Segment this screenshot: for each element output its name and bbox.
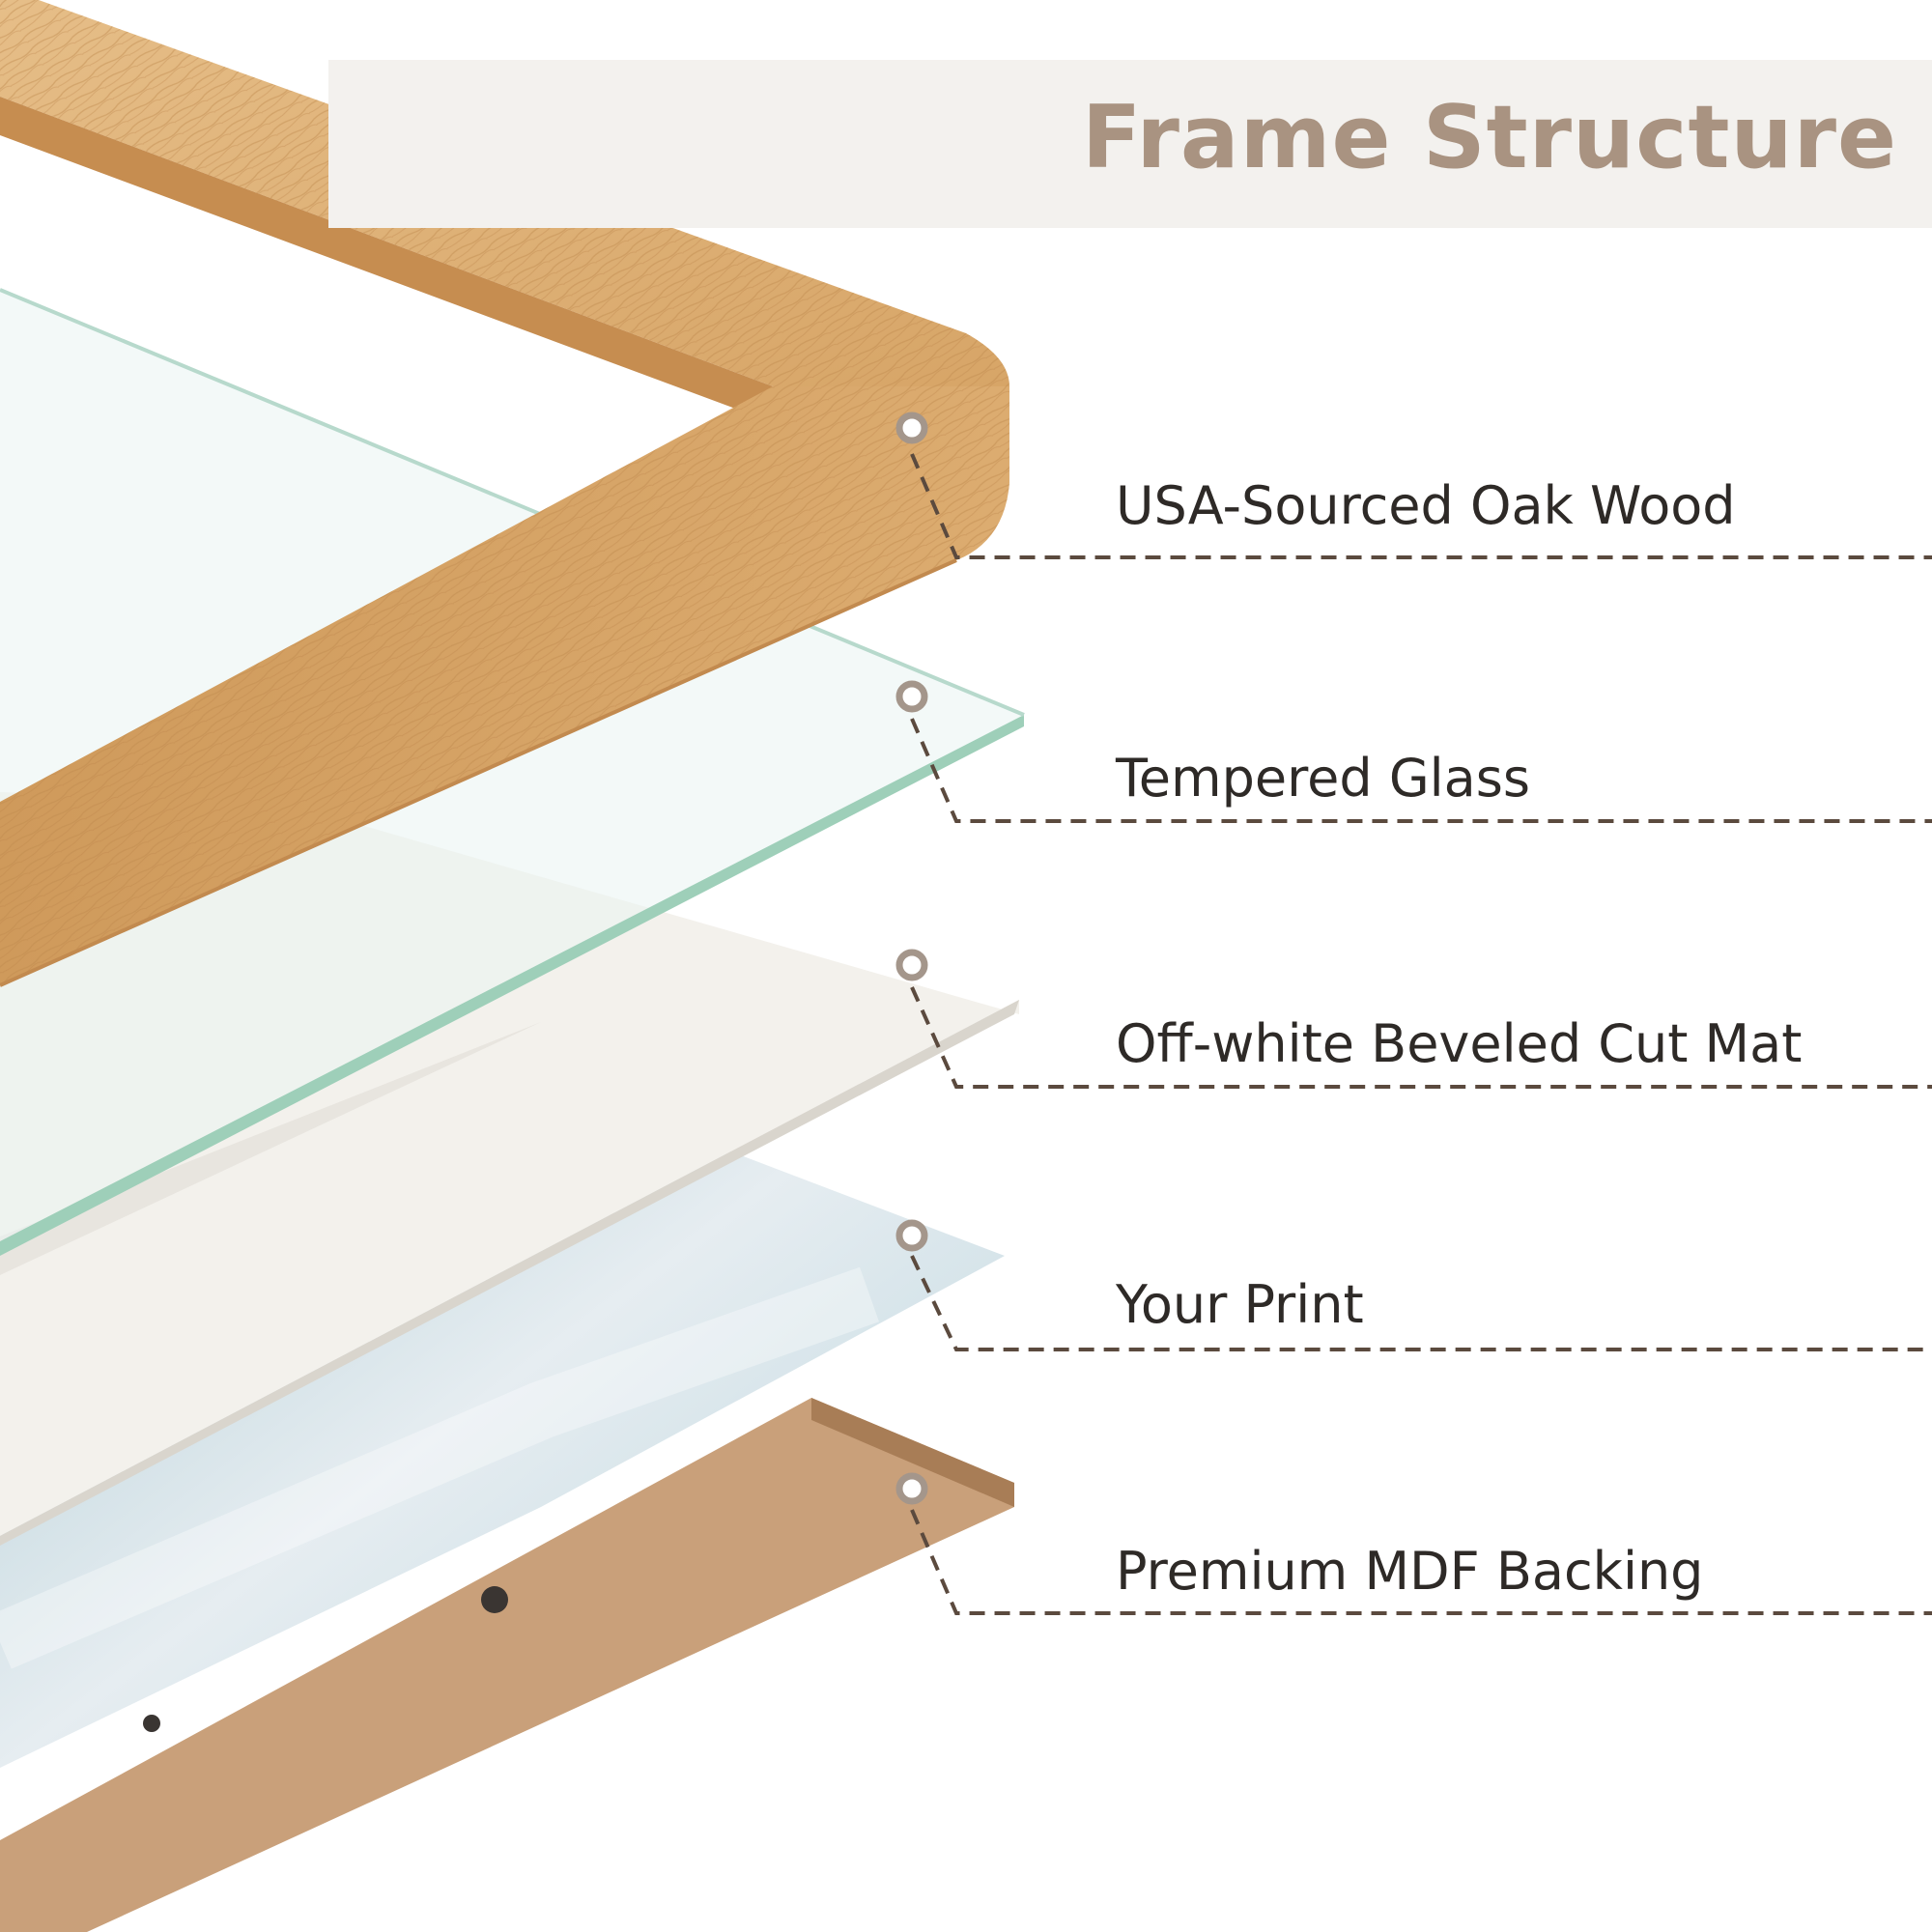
glass-layer bbox=[0, 290, 1024, 1246]
layer-label-cut-mat: Off-white Beveled Cut Mat bbox=[1116, 1013, 1803, 1074]
callout-line-print bbox=[910, 1255, 1932, 1351]
callout-line-oak bbox=[910, 453, 1932, 559]
mat-bevel-edge bbox=[0, 1000, 1019, 1546]
backing-screw bbox=[481, 1586, 508, 1613]
callout-line-glass bbox=[910, 718, 1932, 823]
callout-lines bbox=[910, 453, 1932, 1615]
oak-frame-front-grain bbox=[0, 386, 1009, 985]
mdf-backing-layer bbox=[0, 1398, 1014, 1932]
layer-label-mdf-backing: Premium MDF Backing bbox=[1116, 1541, 1704, 1602]
callout-marker-backing bbox=[895, 1472, 928, 1505]
callout-marker-mat bbox=[895, 949, 928, 981]
callout-marker-print bbox=[895, 1219, 928, 1252]
layer-label-oak-wood: USA-Sourced Oak Wood bbox=[1116, 475, 1736, 536]
callout-line-mat bbox=[910, 986, 1932, 1089]
oak-frame-inner-rebate bbox=[0, 97, 773, 415]
layer-label-tempered-glass: Tempered Glass bbox=[1116, 748, 1531, 809]
callout-line-backing bbox=[910, 1509, 1932, 1615]
title-band bbox=[328, 60, 1932, 228]
glass-edge bbox=[0, 715, 1024, 1256]
callout-marker-oak bbox=[895, 412, 928, 444]
callout-marker-glass bbox=[895, 680, 928, 713]
callout-markers bbox=[895, 412, 928, 1505]
backing-screw bbox=[143, 1715, 160, 1732]
mdf-backing-edge bbox=[811, 1398, 1014, 1507]
page-title: Frame Structure bbox=[1081, 87, 1897, 188]
layer-label-your-print: Your Print bbox=[1116, 1274, 1364, 1335]
